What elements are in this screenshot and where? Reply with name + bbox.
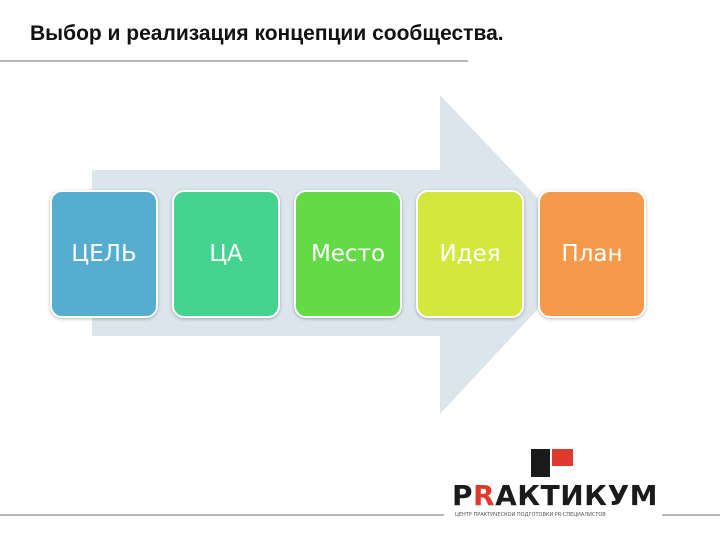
step-idea: Идея [416,190,524,318]
praktikum-logo-icon [531,449,573,477]
logo-wordmark-r: R [473,479,496,512]
step-place: Место [294,190,402,318]
logo-mark-red [552,449,573,466]
slide-title: Выбор и реализация концепции сообщества. [30,22,504,45]
logo-wordmark-p: P [452,479,474,512]
logo-tagline: ЦЕНТР ПРАКТИЧЕСКОЙ ПОДГОТОВКИ PR-СПЕЦИАЛ… [455,512,606,518]
footer-divider-left [0,514,444,516]
logo-mark-dark [531,449,550,477]
step-goal-label: ЦЕЛЬ [71,241,137,267]
step-plan: План [538,190,646,318]
title-divider [0,60,468,62]
step-plan-label: План [561,241,623,267]
step-place-label: Место [310,241,386,267]
step-target-audience: ЦА [172,190,280,318]
logo-wordmark: PRАКТИКУМ [452,479,658,512]
footer-divider-right [662,514,720,516]
step-goal: ЦЕЛЬ [50,190,158,318]
logo-wordmark-rest: АКТИКУМ [495,479,659,512]
step-target-audience-label: ЦА [209,241,243,267]
step-idea-label: Идея [439,241,501,267]
